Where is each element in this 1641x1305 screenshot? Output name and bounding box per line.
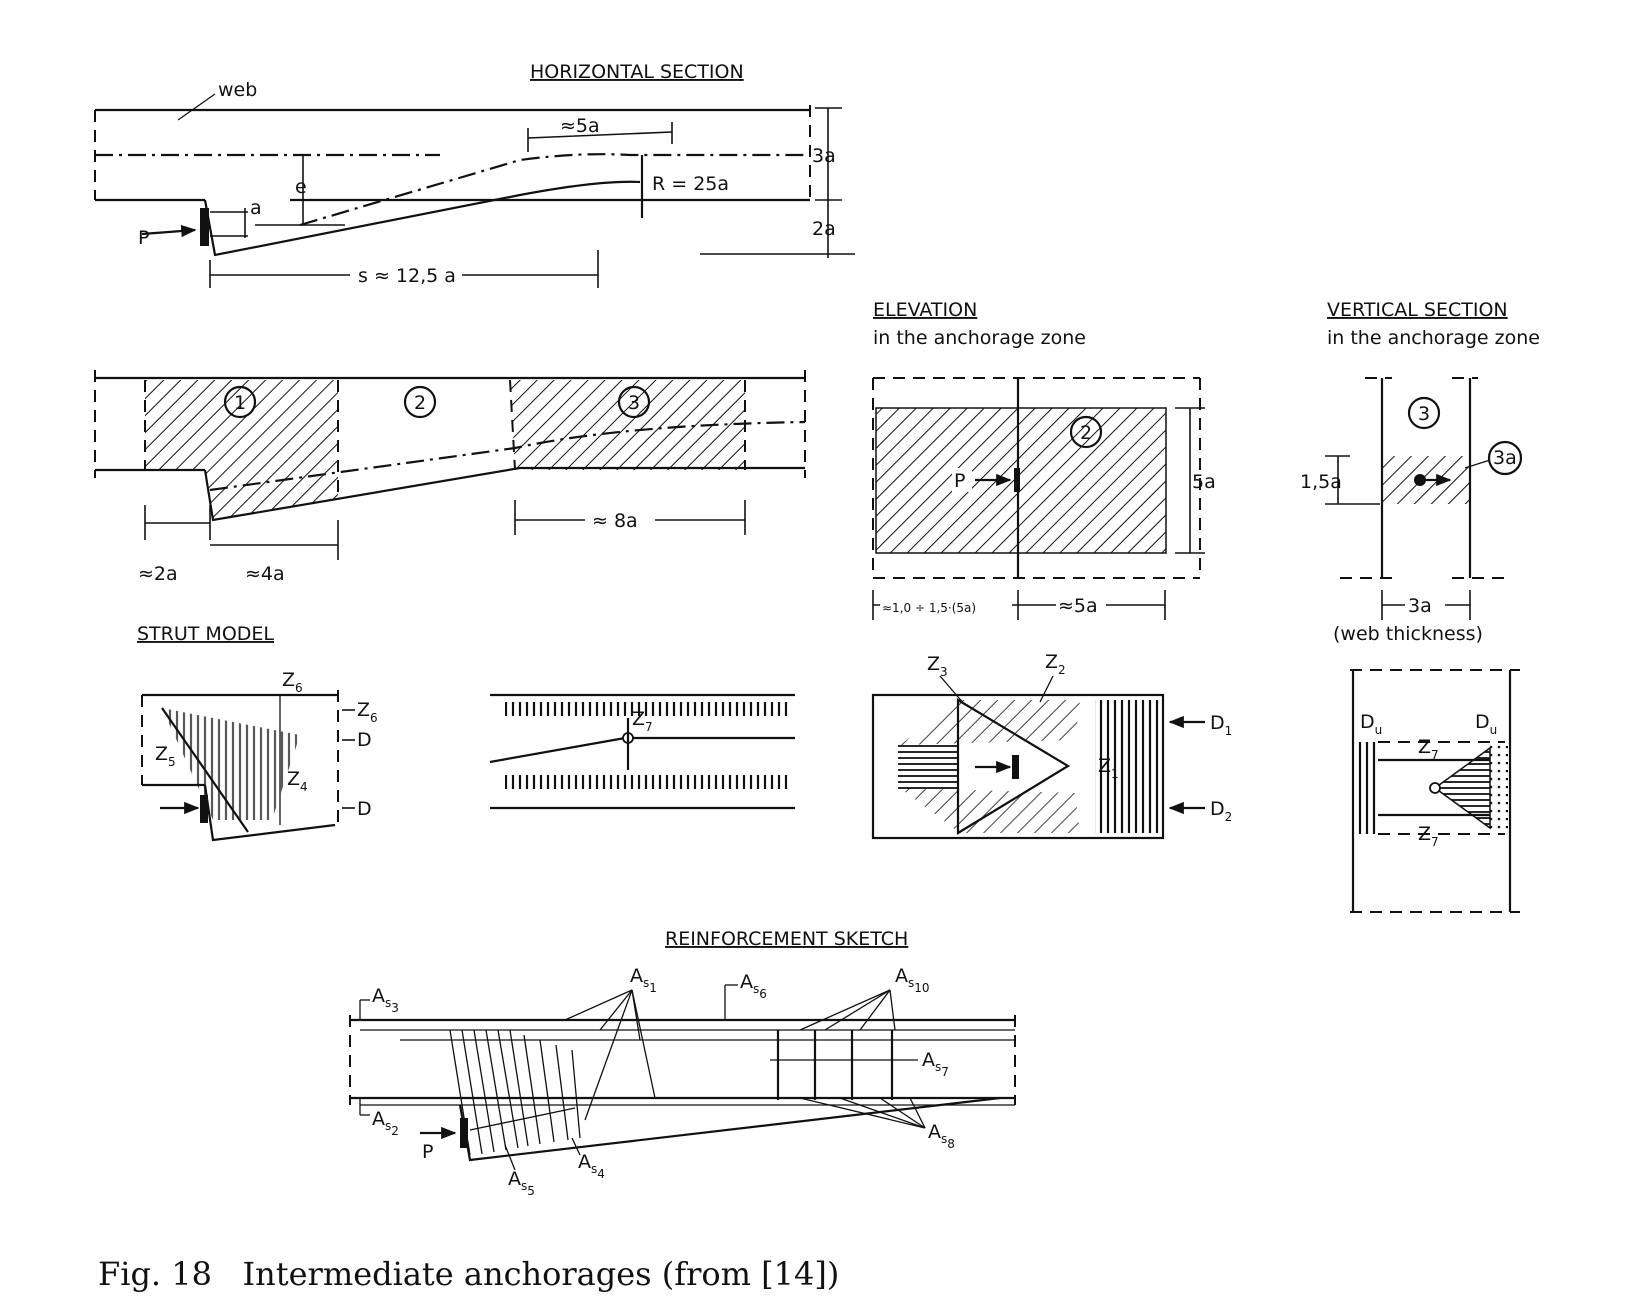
dim-left-elevation: ≈1,0 ÷ 1,5·(5a) — [882, 601, 976, 615]
as2-label: As2 — [372, 1108, 399, 1138]
vertical-zone-3a-label: 3a — [1493, 447, 1517, 469]
radius-label: R = 25a — [652, 173, 729, 195]
strut-band-upper — [505, 702, 790, 716]
section-model-fan — [1433, 746, 1491, 830]
dim-4a-zones: ≈4a — [245, 563, 285, 585]
as8-label: As8 — [928, 1121, 955, 1151]
as5-label: As5 — [508, 1168, 535, 1198]
zone-3-label: 3 — [628, 392, 640, 414]
z1-label: Z1 — [1098, 755, 1119, 781]
figure-caption: Fig. 18 Intermediate anchorages (from [1… — [98, 1255, 839, 1293]
elevation-model-upper-fan — [900, 700, 1080, 745]
p-label-horizontal: P — [138, 227, 149, 249]
vertical-section-title: VERTICAL SECTION — [1327, 299, 1508, 321]
horizontal-section-title: HORIZONTAL SECTION — [530, 61, 744, 83]
d2-label: D2 — [1210, 798, 1232, 824]
strut-band-model: Z7 — [489, 693, 795, 810]
z5-label: Z5 — [155, 743, 176, 769]
dim-8a-zones: ≈ 8a — [592, 510, 638, 532]
zone-1-area — [145, 380, 338, 520]
reinforcement-title: REINFORCEMENT SKETCH — [665, 928, 908, 950]
dim-2a-horizontal: 2a — [812, 218, 836, 240]
as4-label: As4 — [578, 1151, 605, 1181]
web-thickness-label: (web thickness) — [1333, 623, 1483, 645]
dim-2a-zones: ≈2a — [138, 563, 178, 585]
vertical-section-subtitle: in the anchorage zone — [1327, 327, 1540, 349]
dim-15a-vertical: 1,5a — [1300, 471, 1342, 493]
strut-model-compression — [162, 708, 300, 820]
elevation-subtitle: in the anchorage zone — [873, 327, 1086, 349]
z7-label-band: Z7 — [632, 708, 653, 734]
du-left-label: Du — [1360, 711, 1382, 737]
as3-label: As3 — [372, 985, 399, 1015]
elevation-title: ELEVATION — [873, 299, 977, 321]
strut-band-lower — [505, 775, 790, 789]
vertical-zone-label: 3 — [1418, 403, 1430, 425]
z6-right-label: Z6 — [357, 699, 378, 725]
dim-right-elevation: ≈5a — [1058, 595, 1098, 617]
d1-label: D1 — [1210, 712, 1232, 738]
dim-5a-horizontal: ≈5a — [560, 115, 600, 137]
elevation-model-vertical-struts — [1095, 700, 1160, 833]
elevation-model: Z3 Z2 Z1 D1 D2 — [871, 651, 1232, 840]
du-right-label: Du — [1475, 711, 1497, 737]
zone-3-area — [510, 380, 745, 470]
a-label: a — [250, 197, 262, 219]
dim-3a-horizontal: 3a — [812, 145, 836, 167]
web-label: web — [218, 79, 257, 101]
z7-bottom-label: Z7 — [1418, 823, 1439, 849]
z2-label: Z2 — [1045, 651, 1066, 677]
s-dimension-label: s ≈ 12,5 a — [358, 265, 456, 287]
d-label-strut-1: D — [357, 729, 372, 751]
strut-model-title: STRUT MODEL — [137, 623, 274, 645]
elevation: ELEVATION in the anchorage zone P 2 5a ≈… — [872, 299, 1216, 620]
strut-model: STRUT MODEL Z6 Z6 Z5 Z4 D D — [137, 623, 378, 842]
p-label-reinforcement: P — [422, 1141, 433, 1163]
zone-1-label: 1 — [234, 392, 246, 414]
elevation-zone-2-area — [875, 407, 1167, 554]
elevation-model-anchor-area — [898, 742, 958, 792]
as7-label: As7 — [922, 1049, 949, 1079]
z3-label: Z3 — [927, 653, 948, 679]
dim-5a-elevation: 5a — [1192, 471, 1216, 493]
as6-label: As6 — [740, 971, 767, 1001]
elevation-zone-label: 2 — [1080, 422, 1092, 444]
e-label: e — [295, 176, 307, 198]
elevation-model-lower-fan — [900, 788, 1080, 833]
horizontal-section: HORIZONTAL SECTION web P a e ≈5a — [94, 61, 855, 288]
zones-drawing: 1 2 3 ≈2a ≈4a ≈ 8a — [94, 370, 806, 585]
dim-3a-vertical: 3a — [1408, 595, 1432, 617]
reinforcement-sketch: REINFORCEMENT SKETCH P — [349, 928, 1016, 1198]
section-model-left-band — [1356, 742, 1378, 834]
as10-label: As10 — [895, 965, 930, 995]
as1-label: As1 — [630, 965, 657, 995]
z6-top-label: Z6 — [282, 669, 303, 695]
z4-label: Z4 — [287, 768, 308, 794]
z7-top-label: Z7 — [1418, 736, 1439, 762]
zone-2-label: 2 — [414, 392, 426, 414]
section-model-right-band — [1488, 742, 1508, 834]
p-label-elevation: P — [954, 470, 965, 492]
d-label-strut-2: D — [357, 798, 372, 820]
vertical-section: VERTICAL SECTION in the anchorage zone 3… — [1300, 299, 1540, 645]
section-model: Du Du Z7 Z7 — [1350, 669, 1520, 913]
